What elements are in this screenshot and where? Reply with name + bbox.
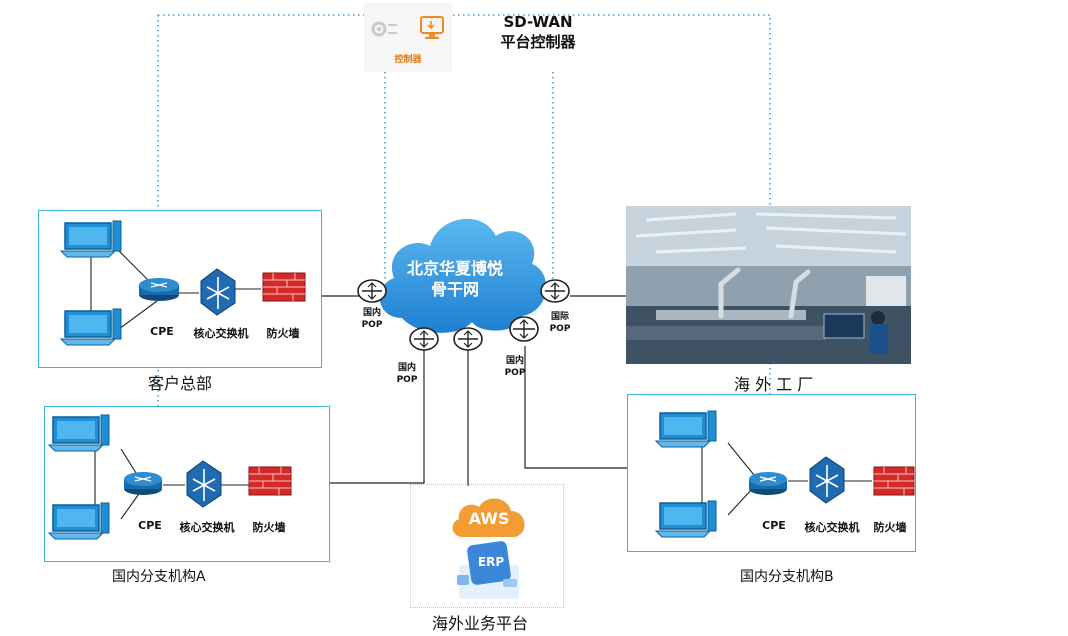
- overseas-platform-box: AWS ERP: [410, 484, 564, 608]
- firewall-icon: [262, 272, 306, 302]
- factory-illustration: [626, 206, 911, 364]
- factory-caption: 海 外 工 厂: [734, 375, 814, 394]
- factory-photo: [626, 206, 911, 364]
- branch-b-caption: 国内分支机构B: [740, 569, 834, 585]
- branch-a-switch-label: 核心交换机: [179, 521, 235, 534]
- firewall-icon: [248, 466, 292, 496]
- branch-b-topology: [654, 410, 915, 538]
- monitor-touch-icon: [420, 16, 444, 39]
- pop-center-line2: POP: [396, 375, 418, 385]
- branch-b-site-box: CPE 核心交换机 防火墙: [627, 394, 916, 552]
- pop-label-right-inner: 国内 POP: [497, 355, 533, 379]
- firewall-icon: [873, 466, 915, 496]
- switch-icon: [186, 460, 222, 508]
- branch-a-caption: 国内分支机构A: [112, 569, 206, 585]
- branch-b-firewall-label: 防火墙: [873, 521, 907, 534]
- aws-label: AWS: [468, 509, 510, 528]
- cloud-label-line1: 北京华夏博悦: [406, 259, 503, 278]
- erp-label: ERP: [477, 555, 505, 569]
- branch-b-cpe-label: CPE: [762, 519, 786, 532]
- pop-router-icon-left: [357, 279, 387, 303]
- hq-cpe-label: CPE: [150, 325, 174, 338]
- pop-right-inner-line2: POP: [504, 368, 526, 378]
- hq-caption: 客户总部: [148, 374, 213, 393]
- pop-right-line1: 国际: [550, 312, 569, 322]
- pop-label-right: 国际 POP: [542, 311, 578, 335]
- cloud-label: 北京华夏博悦 骨干网: [395, 258, 515, 300]
- solid-links: [322, 295, 628, 486]
- aws-cloud-icon: [452, 498, 525, 537]
- backbone-cloud: [379, 218, 547, 333]
- controller-title: SD-WAN 平台控制器: [478, 12, 598, 52]
- cloud-label-line2: 骨干网: [430, 280, 479, 299]
- controller-card: 控制器: [364, 2, 452, 72]
- hq-firewall-label: 防火墙: [266, 327, 300, 340]
- pop-label-center: 国内 POP: [389, 362, 425, 386]
- overseas-caption: 海外业务平台: [432, 614, 529, 633]
- branch-b-switch-label: 核心交换机: [804, 521, 860, 534]
- pop-label-left: 国内 POP: [354, 307, 390, 331]
- controller-title-line1: SD-WAN: [503, 13, 573, 31]
- pop-left-line2: POP: [361, 320, 383, 330]
- pop-right-line2: POP: [549, 324, 571, 334]
- pop-center-line1: 国内: [397, 363, 416, 373]
- pop-router-icon-right-inner: [509, 316, 539, 342]
- router-icon: [139, 278, 179, 301]
- branch-a-firewall-label: 防火墙: [252, 521, 286, 534]
- pop-router-icon-inner-left: [409, 327, 439, 351]
- pc-icon: [47, 502, 110, 540]
- pc-icon: [654, 410, 717, 448]
- hq-site-box: CPE 核心交换机 防火墙: [38, 210, 322, 368]
- controller-title-line2: 平台控制器: [500, 33, 576, 51]
- pop-router-icon-right: [540, 279, 570, 303]
- pc-icon: [59, 308, 122, 346]
- switch-icon: [200, 268, 236, 316]
- pop-right-inner-line1: 国内: [505, 356, 524, 366]
- hq-switch-label: 核心交换机: [193, 327, 249, 340]
- pop-left-line1: 国内: [362, 308, 381, 318]
- router-icon: [124, 472, 162, 495]
- branch-a-topology: [47, 414, 292, 540]
- branch-a-cpe-label: CPE: [138, 519, 162, 532]
- controller-card-label: 控制器: [394, 55, 422, 65]
- pc-icon: [654, 500, 717, 538]
- pop-router-icon-center: [453, 327, 483, 351]
- pc-icon: [59, 220, 122, 258]
- erp-icon: [457, 541, 519, 599]
- branch-a-site-box: CPE 核心交换机 防火墙: [44, 406, 330, 562]
- settings-list-icon: [371, 21, 397, 37]
- router-icon: [749, 472, 787, 495]
- hq-topology: [59, 220, 306, 346]
- switch-icon: [809, 456, 845, 504]
- pc-icon: [47, 414, 110, 452]
- controller-dotted-links: [157, 14, 771, 540]
